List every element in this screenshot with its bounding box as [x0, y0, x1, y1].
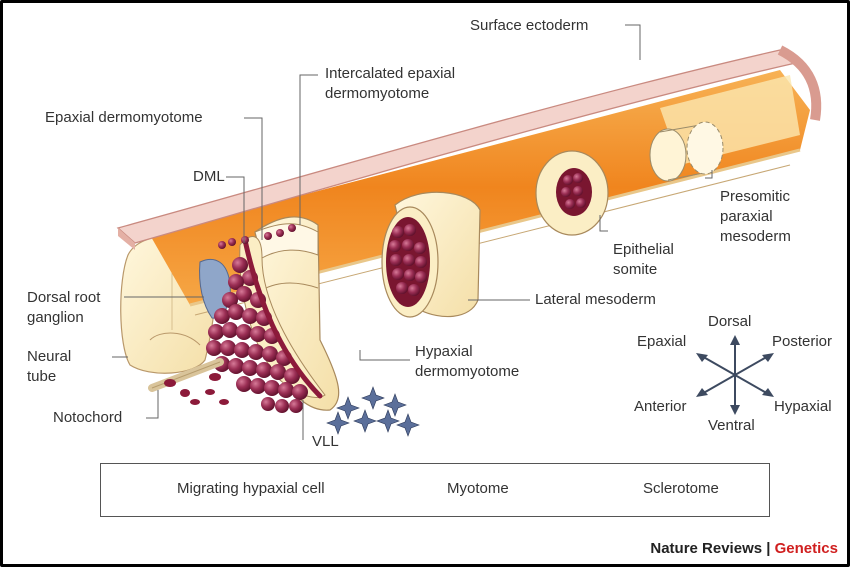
- label-intercalated-1: Intercalated epaxial: [325, 64, 455, 84]
- epithelial-somite: [536, 151, 608, 235]
- legend-myotome-label: Myotome: [447, 480, 509, 497]
- label-epithelial-1: Epithelial: [613, 240, 674, 260]
- middle-dermomyotome: [382, 192, 480, 317]
- label-hypaxial-1: Hypaxial: [415, 342, 473, 362]
- journal-credit: Nature Reviews | Genetics: [650, 540, 838, 557]
- label-hypaxial-2: dermomyotome: [415, 362, 519, 382]
- label-drg-1: Dorsal root: [27, 288, 100, 308]
- label-epaxial-dermomyotome: Epaxial dermomyotome: [45, 108, 203, 128]
- label-epithelial-2: somite: [613, 260, 657, 280]
- label-presomitic-1: Presomitic: [720, 187, 790, 207]
- axis-epaxial: Epaxial: [637, 332, 686, 352]
- label-dml: DML: [193, 167, 225, 187]
- axis-anterior: Anterior: [634, 397, 687, 417]
- axis-hypaxial: Hypaxial: [774, 397, 832, 417]
- label-surface-ectoderm: Surface ectoderm: [470, 16, 588, 36]
- axis-compass: [696, 335, 774, 415]
- label-lateral-mesoderm: Lateral mesoderm: [535, 290, 656, 310]
- label-neural-1: Neural: [27, 347, 71, 367]
- legend-migrating-label: Migrating hypaxial cell: [177, 480, 325, 497]
- label-neural-2: tube: [27, 367, 56, 387]
- label-intercalated-2: dermomyotome: [325, 84, 429, 104]
- label-presomitic-3: mesoderm: [720, 227, 791, 247]
- credit-separator: |: [762, 540, 775, 557]
- axis-posterior: Posterior: [772, 332, 832, 352]
- label-notochord: Notochord: [53, 408, 122, 428]
- label-drg-2: ganglion: [27, 308, 84, 328]
- axis-dorsal: Dorsal: [708, 312, 751, 332]
- credit-section: Genetics: [775, 540, 838, 557]
- axis-ventral: Ventral: [708, 416, 755, 436]
- legend-sclerotome-label: Sclerotome: [643, 480, 719, 497]
- credit-journal: Nature Reviews: [650, 540, 762, 557]
- label-presomitic-2: paraxial: [720, 207, 773, 227]
- label-vll: VLL: [312, 432, 339, 452]
